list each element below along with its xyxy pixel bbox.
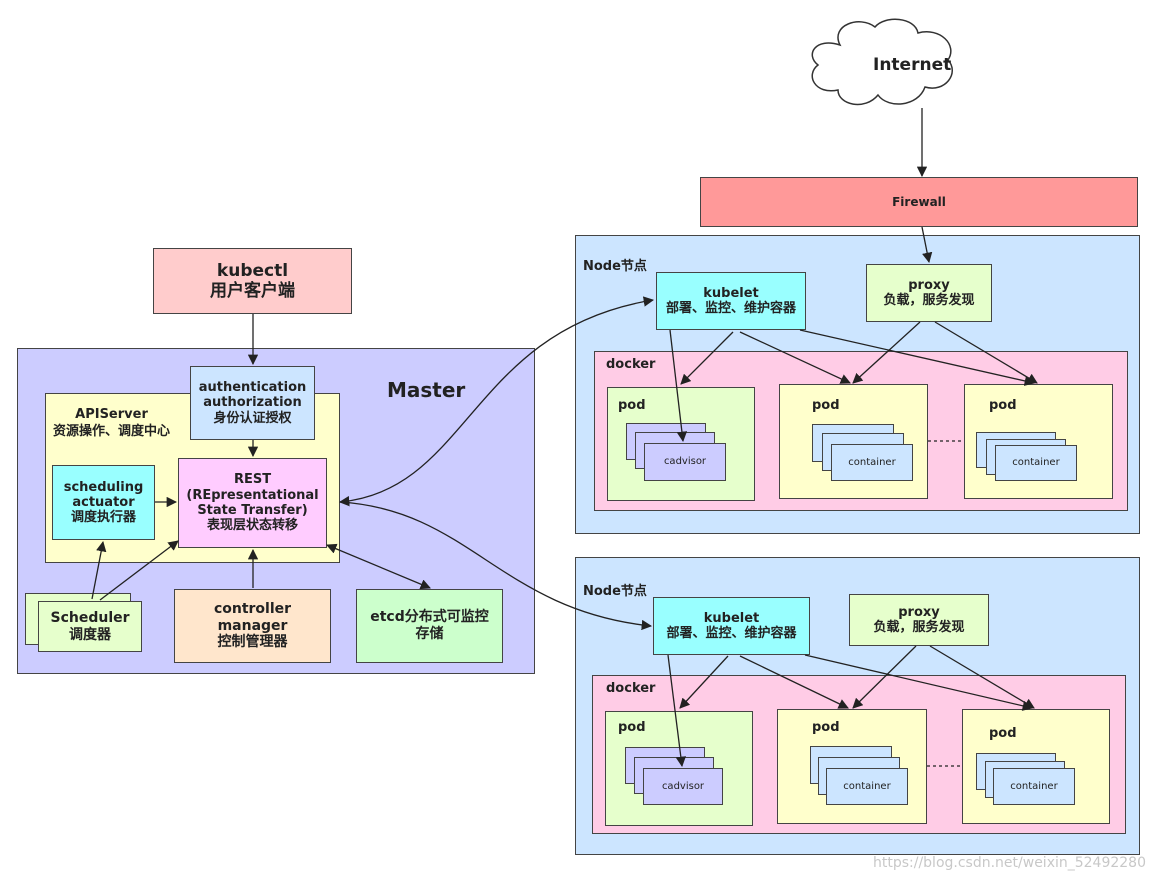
etcd-line1: etcd分布式可监控	[370, 609, 489, 626]
cadvisor-label: cadvisor	[663, 456, 707, 468]
scheduling-line3: 调度执行器	[70, 510, 136, 526]
kubelet-line1: kubelet	[703, 285, 759, 301]
proxy-line1: proxy	[908, 277, 950, 293]
container-label: container	[1012, 457, 1060, 469]
apiserver-line2: 资源操作、调度中心	[52, 423, 170, 439]
kubectl-line1: kubectl	[216, 260, 289, 281]
node-title: Node节点	[583, 259, 647, 274]
etcd-line2: 存储	[415, 626, 444, 642]
container-box: container	[831, 444, 913, 481]
controller-line3: 控制管理器	[217, 634, 288, 651]
master-title: Master	[387, 378, 466, 402]
kubelet-line2: 部署、监控、维护容器	[666, 626, 797, 641]
scheduling-line2: actuator	[72, 494, 135, 510]
pod-label: pod	[989, 726, 1017, 741]
firewall-label: Firewall	[892, 194, 946, 209]
scheduling-line1: scheduling	[63, 479, 144, 495]
node-title: Node节点	[583, 584, 647, 599]
container-label: container	[1010, 780, 1058, 792]
pod-label: pod	[989, 398, 1017, 413]
apiserver-line1: APIServer	[75, 407, 148, 422]
scheduler-line2: 调度器	[69, 626, 111, 643]
proxy-line2: 负载，服务发现	[883, 293, 975, 308]
rest-line2: (REpresentational	[186, 487, 319, 503]
proxy-line2: 负载，服务发现	[873, 620, 965, 635]
controller-box: controller manager 控制管理器	[174, 589, 331, 663]
internet-label: Internet	[873, 55, 952, 75]
container-box: container	[826, 768, 908, 805]
auth-line1: authentication	[198, 380, 307, 395]
cadvisor-box: cadvisor	[644, 443, 726, 481]
rest-box: REST (REpresentational State Transfer) 表…	[178, 458, 327, 548]
internet-cloud	[811, 18, 954, 106]
rest-line3: State Transfer)	[197, 503, 308, 518]
kubectl-line2: 用户客户端	[210, 281, 295, 301]
controller-line2: manager	[217, 617, 288, 634]
firewall-box: Firewall	[700, 177, 1138, 227]
proxy-line1: proxy	[898, 604, 940, 620]
proxy-box: proxy 负载，服务发现	[866, 264, 992, 322]
proxy-box: proxy 负载，服务发现	[849, 594, 989, 646]
container-label: container	[848, 456, 896, 468]
docker-label: docker	[606, 357, 656, 372]
scheduler-line1: Scheduler	[50, 609, 130, 626]
auth-line3: 身份认证授权	[213, 410, 292, 426]
auth-box: authentication authorization 身份认证授权	[190, 366, 315, 440]
controller-line1: controller	[213, 601, 292, 618]
container-box: container	[993, 768, 1075, 805]
scheduler-box: Scheduler 调度器	[38, 601, 142, 652]
etcd-box: etcd分布式可监控 存储	[356, 589, 503, 663]
kubelet-line1: kubelet	[703, 610, 760, 626]
docker-label: docker	[606, 681, 656, 696]
scheduling-box: scheduling actuator 调度执行器	[52, 465, 155, 540]
rest-line1: REST	[233, 472, 272, 488]
cadvisor-label: cadvisor	[661, 780, 705, 792]
cadvisor-box: cadvisor	[643, 768, 723, 805]
kubelet-line2: 部署、监控、维护容器	[665, 301, 796, 316]
pod-label: pod	[812, 398, 840, 413]
container-label: container	[843, 780, 891, 792]
apiserver-title: APIServer 资源操作、调度中心	[44, 407, 179, 441]
rest-line4: 表现层状态转移	[206, 518, 298, 534]
auth-line2: authorization	[203, 395, 302, 411]
pod-label: pod	[618, 398, 646, 413]
kubelet-box: kubelet 部署、监控、维护容器	[653, 597, 810, 655]
container-box: container	[995, 445, 1077, 481]
pod-label: pod	[812, 720, 840, 735]
watermark: https://blog.csdn.net/weixin_52492280	[872, 855, 1146, 871]
kubelet-box: kubelet 部署、监控、维护容器	[656, 272, 806, 330]
kubectl-box: kubectl 用户客户端	[153, 248, 352, 314]
pod-label: pod	[618, 720, 646, 735]
